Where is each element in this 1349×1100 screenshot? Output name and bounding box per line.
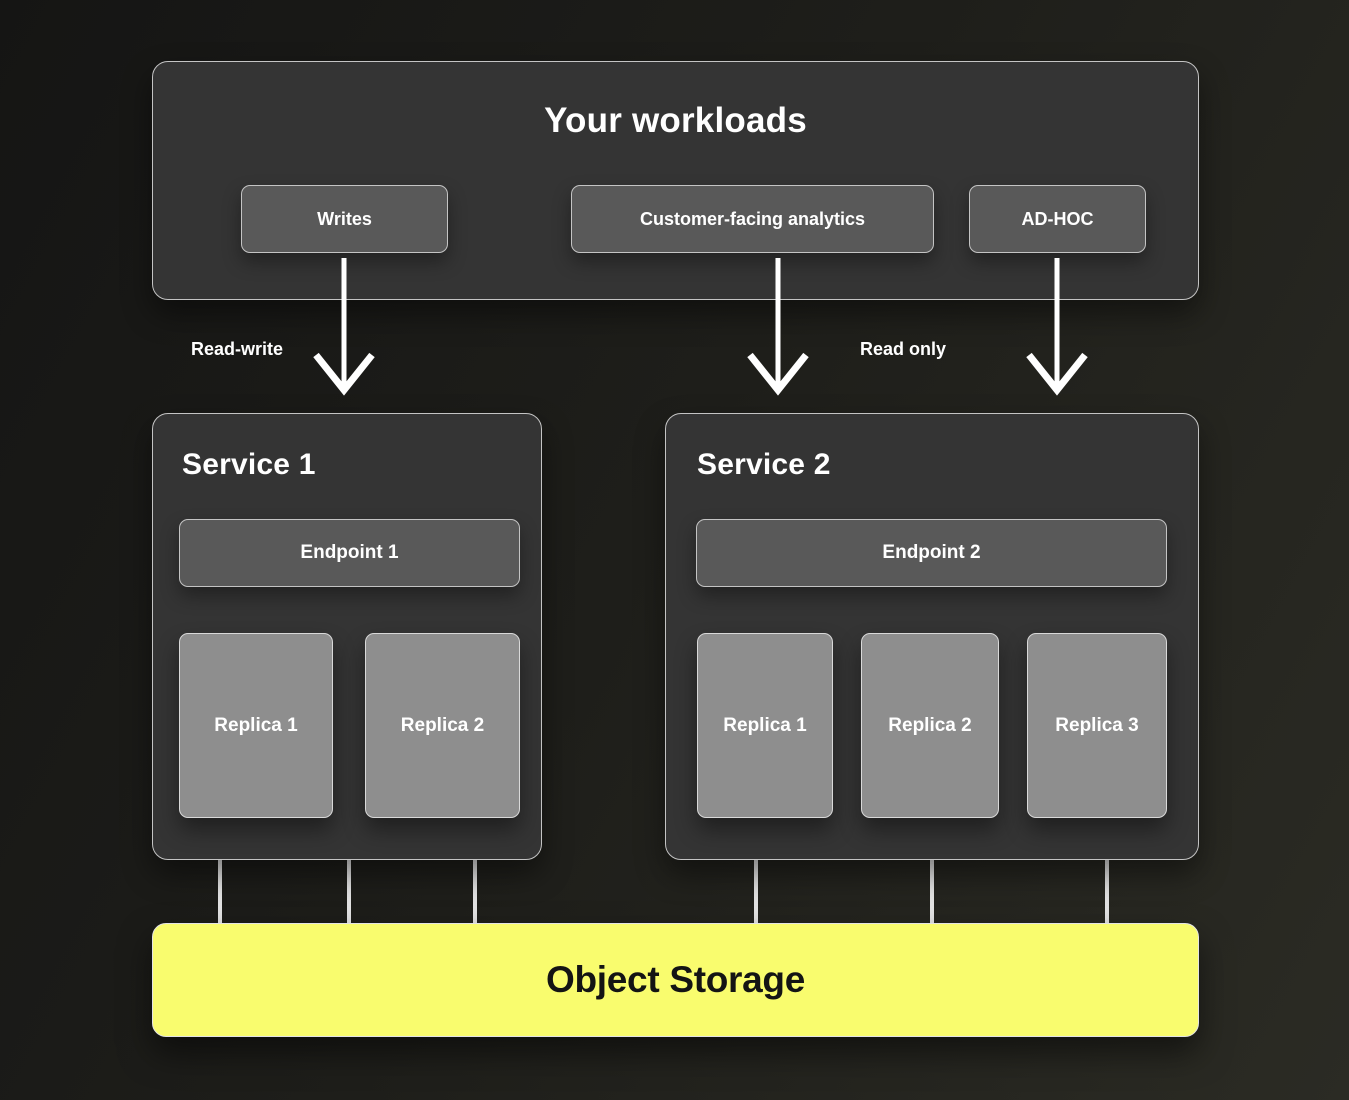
service-2-replica-3: Replica 3	[1027, 633, 1167, 818]
service-1-title: Service 1	[182, 448, 316, 481]
workload-chip-customer-facing-analytics: Customer-facing analytics	[571, 185, 934, 253]
service-1-panel: Service 1 Endpoint 1 Replica 1 Replica 2	[152, 413, 542, 860]
workload-chip-writes: Writes	[241, 185, 448, 253]
service-2-replica-1: Replica 1	[697, 633, 833, 818]
service-1-replica-1: Replica 1	[179, 633, 333, 818]
service-2-title: Service 2	[697, 448, 831, 481]
workloads-title: Your workloads	[544, 101, 807, 140]
read-write-label: Read-write	[190, 339, 284, 359]
service-1-replica-2: Replica 2	[365, 633, 520, 818]
service-2-endpoint: Endpoint 2	[696, 519, 1167, 587]
read-only-label: Read only	[859, 339, 947, 359]
service-2-panel: Service 2 Endpoint 2 Replica 1 Replica 2…	[665, 413, 1199, 860]
workload-chip-ad-hoc: AD-HOC	[969, 185, 1146, 253]
workloads-panel: Your workloads Writes Customer-facing an…	[152, 61, 1199, 300]
object-storage-bar: Object Storage	[152, 923, 1199, 1037]
service-1-endpoint: Endpoint 1	[179, 519, 520, 587]
service-2-replica-2: Replica 2	[861, 633, 999, 818]
